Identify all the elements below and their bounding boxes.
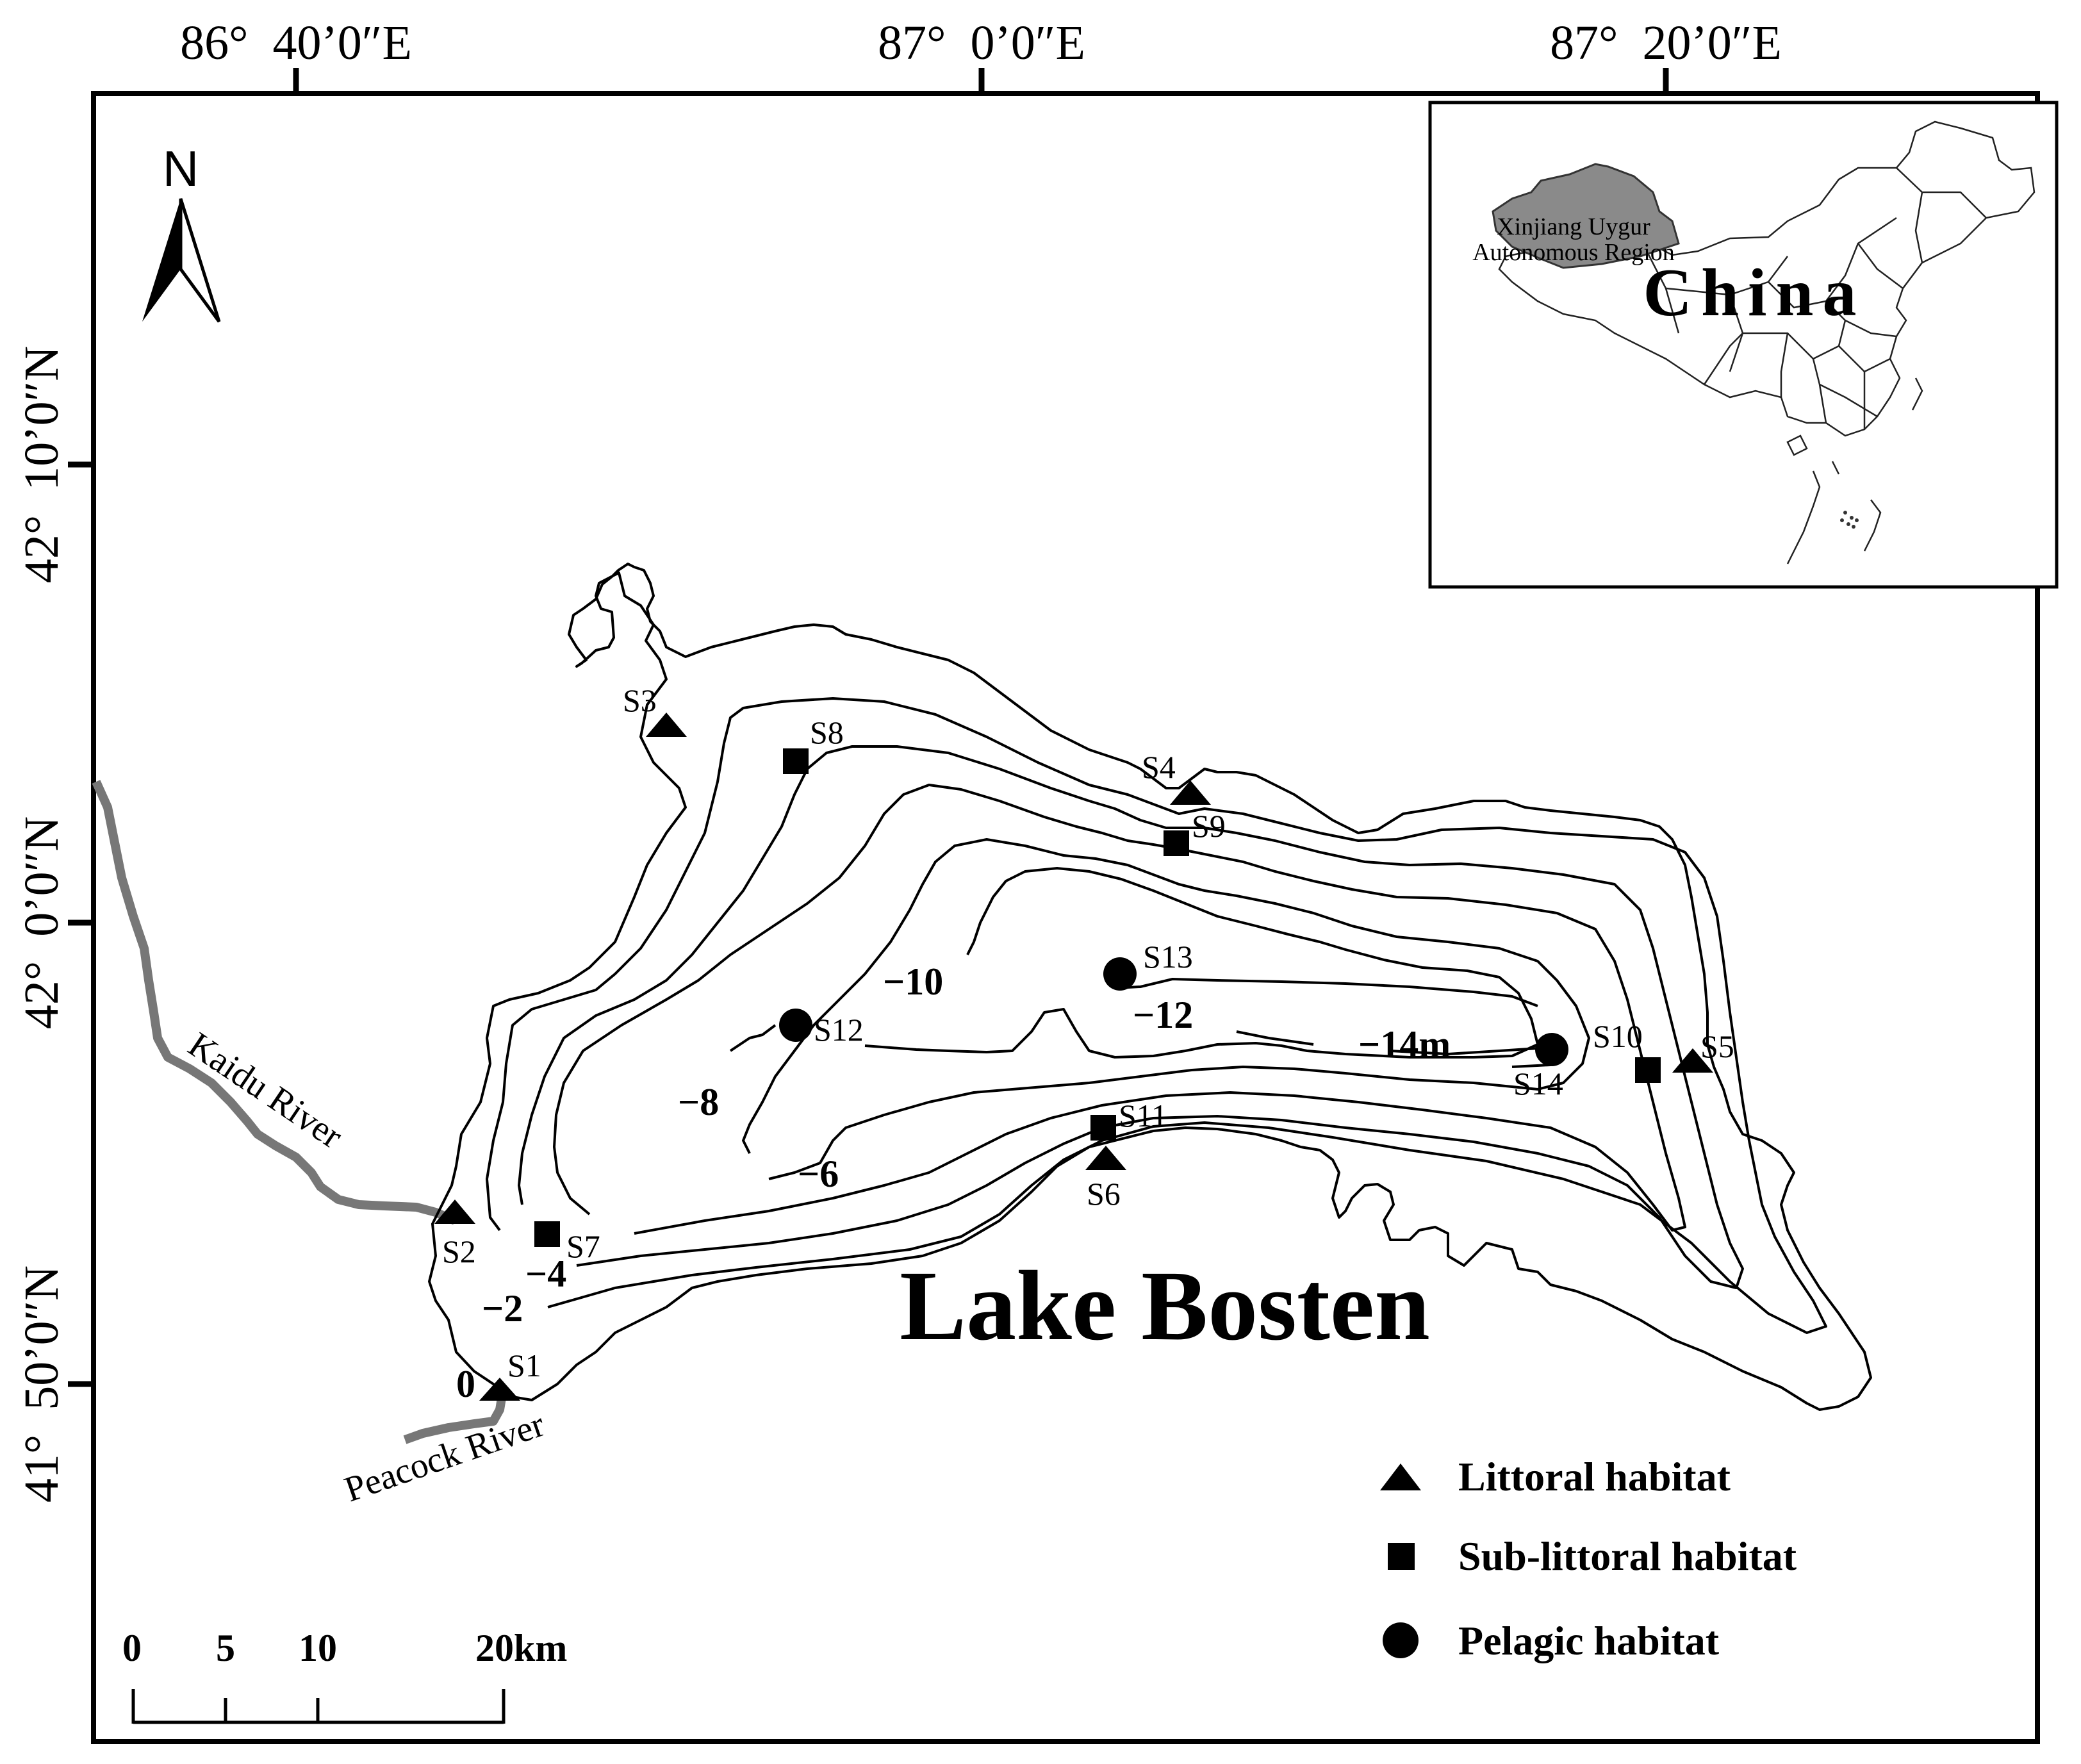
inset-china-outline (1498, 120, 2036, 437)
scale-bar (131, 1689, 506, 1724)
inset-region-label-line2: Autonomous Region (1472, 239, 1675, 266)
site-label-s8: S8 (810, 714, 844, 750)
legend: Littoral habitat Sub-littoral habitat Pe… (1380, 1454, 1797, 1663)
inset-scattered-islands (1840, 511, 1859, 529)
inset-xinjiang-region (1492, 163, 1680, 269)
site-label-s12: S12 (814, 1012, 864, 1048)
depth-label-minus-14: −14m (1358, 1023, 1451, 1066)
depth-label-0: 0 (456, 1363, 475, 1405)
contour-minus-8b (729, 1024, 777, 1052)
site-label-s10: S10 (1593, 1018, 1643, 1054)
depth-label-minus-12: −12 (1133, 994, 1193, 1036)
site-label-s4: S4 (1142, 749, 1176, 785)
site-marker-s12 (779, 1009, 812, 1042)
legend-sublittoral-label: Sub-littoral habitat (1458, 1533, 1797, 1579)
kaidu-river (92, 780, 457, 1225)
depth-label-minus-6: −6 (798, 1153, 839, 1195)
site-marker-s7 (534, 1221, 560, 1247)
lon-label-86-40: 86° 40’0″E (180, 16, 412, 70)
site-marker-s1 (479, 1378, 520, 1401)
site-marker-s4 (1170, 780, 1211, 805)
legend-circle-icon (1383, 1622, 1419, 1658)
site-label-s9: S9 (1192, 808, 1226, 844)
inset-country-label: China (1643, 255, 1866, 330)
site-marker-s10 (1635, 1057, 1661, 1083)
site-label-s3: S3 (623, 682, 657, 718)
scale-label-20km: 20km (475, 1627, 567, 1669)
site-label-s2: S2 (442, 1233, 476, 1269)
left-ticks (68, 461, 94, 1387)
depth-label-minus-2: −2 (482, 1287, 523, 1330)
inset-islands (1786, 377, 1923, 565)
site-label-s7: S7 (566, 1228, 600, 1264)
contour-minus-12 (1114, 978, 1538, 1007)
depth-label-minus-10: −10 (883, 960, 943, 1003)
lat-label-42-00: 42° 0’0″N (15, 816, 69, 1029)
site-marker-s2 (434, 1199, 475, 1224)
site-label-s1: S1 (507, 1348, 541, 1383)
scale-label-10: 10 (299, 1627, 337, 1669)
lon-label-87-00: 87° 0’0″E (878, 16, 1085, 70)
site-label-s13: S13 (1143, 939, 1193, 975)
north-label: N (163, 140, 199, 197)
site-label-s6: S6 (1087, 1176, 1121, 1212)
contour-minus-6 (553, 784, 1686, 1235)
site-marker-s5 (1672, 1048, 1713, 1073)
legend-triangle-icon (1380, 1463, 1421, 1490)
contour-minus-4 (518, 745, 1744, 1289)
legend-littoral-label: Littoral habitat (1458, 1454, 1731, 1499)
site-marker-s14 (1535, 1033, 1568, 1066)
legend-square-icon (1388, 1543, 1415, 1570)
site-marker-s13 (1103, 957, 1137, 991)
lat-label-41-50: 41° 50’0″N (15, 1265, 69, 1503)
lake-title: Lake Bosten (900, 1250, 1430, 1361)
legend-pelagic-label: Pelagic habitat (1458, 1618, 1720, 1663)
contour-minus-12b (1236, 1030, 1314, 1046)
contour-0 (428, 563, 1872, 1411)
contour-minus-8 (742, 838, 1590, 1180)
contour-minus-14 (1390, 1047, 1538, 1055)
lon-label-87-20: 87° 20’0″E (1550, 16, 1782, 70)
depth-label-minus-4: −4 (525, 1253, 566, 1295)
littoral-sites (434, 713, 1713, 1401)
contour-minus-2 (486, 697, 1827, 1334)
inset-region-label-line1: Xinjiang Uygur (1497, 213, 1650, 240)
site-marker-s8 (783, 748, 809, 774)
site-marker-s3 (646, 713, 687, 737)
lat-label-42-10: 42° 10’0″N (15, 346, 69, 583)
sublittoral-sites (534, 748, 1661, 1247)
site-label-s14: S14 (1513, 1066, 1563, 1101)
north-arrow-icon (142, 198, 221, 323)
peacock-river-label: Peacock River (340, 1405, 550, 1510)
top-ticks (293, 68, 1669, 94)
pelagic-sites (779, 957, 1568, 1066)
inset-frame (1428, 101, 2059, 589)
site-marker-s9 (1164, 830, 1189, 856)
site-label-s11: S11 (1119, 1098, 1167, 1133)
site-marker-s11 (1090, 1115, 1116, 1141)
scale-label-0: 0 (122, 1627, 142, 1669)
depth-label-minus-8: −8 (678, 1081, 719, 1123)
map-frame (91, 91, 2040, 1744)
site-label-s5: S5 (1700, 1028, 1734, 1064)
site-marker-s6 (1085, 1146, 1126, 1170)
scale-label-5: 5 (216, 1627, 235, 1669)
peacock-river (403, 1389, 507, 1444)
